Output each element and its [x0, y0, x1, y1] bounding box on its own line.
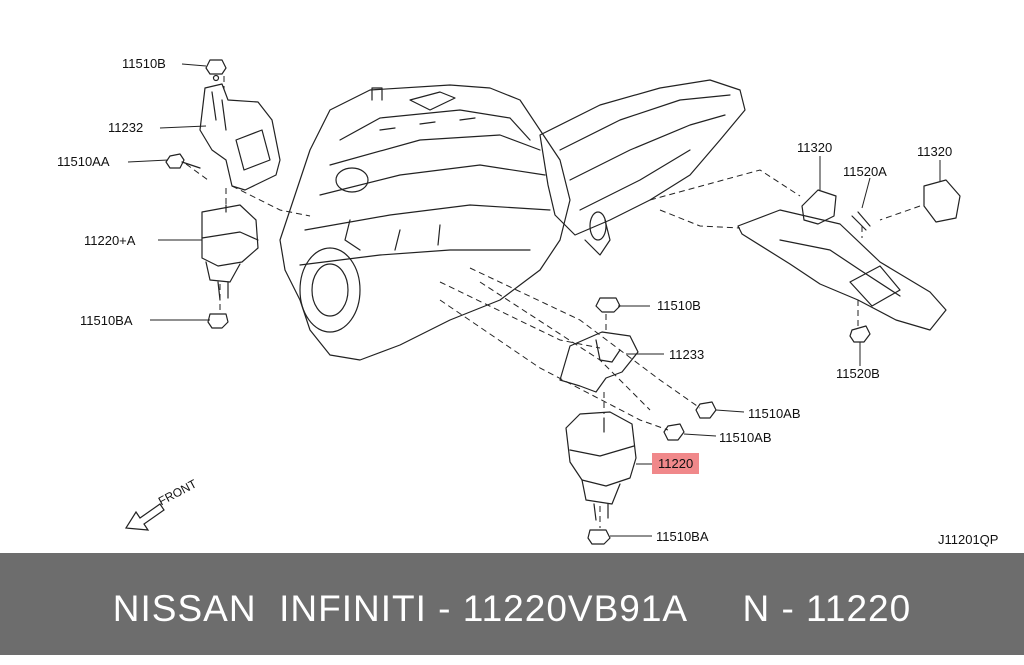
part-label-11510ab-1: 11510AB — [748, 406, 801, 421]
bracket-11233 — [559, 297, 639, 393]
dashed-assembly-lines — [185, 76, 921, 528]
bracket-11232 — [199, 59, 281, 191]
part-label-11232: 11232 — [108, 120, 144, 135]
part-label-11233: 11233 — [669, 347, 705, 362]
transmission — [539, 79, 746, 256]
part-label-11320-b: 11320 — [917, 144, 953, 159]
part-label-11510ab-2: 11510AB — [719, 430, 772, 445]
part-label-11510ba-bottom: 11510BA — [656, 529, 709, 544]
leader-lines — [127, 63, 941, 537]
front-arrow-icon — [124, 503, 165, 531]
footer-bar: NISSAN INFINITI - 11220VB91A N - 11220 — [0, 553, 1024, 655]
bolt-11510aa — [165, 153, 201, 169]
part-label-11510ba-left: 11510BA — [80, 313, 133, 328]
part-label-11510b-top: 11510B — [122, 56, 166, 71]
parts-diagram: 11510B 11232 11510AA 11220+A 11510BA 113… — [57, 56, 999, 547]
engine-mount-drawing — [124, 59, 961, 545]
part-label-11510aa: 11510AA — [57, 154, 110, 169]
part-number-caption: NISSAN INFINITI - 11220VB91A N - 11220 — [112, 588, 912, 629]
rear-crossmember — [737, 179, 961, 343]
part-label-11220-highlighted: 11220 — [652, 453, 700, 474]
mount-11220 — [565, 411, 637, 545]
part-label-11520a: 11520A — [843, 164, 887, 179]
part-label-11220a: 11220+A — [84, 233, 136, 248]
bolts-11510ab — [663, 401, 717, 441]
part-label-11320-a: 11320 — [797, 140, 833, 155]
part-label-11510b-mid: 11510B — [657, 298, 701, 313]
engine-block — [279, 84, 571, 361]
diagram-code: J11201QP — [938, 532, 999, 547]
part-label-11520b: 11520B — [836, 366, 880, 381]
mount-11220a — [201, 204, 259, 329]
